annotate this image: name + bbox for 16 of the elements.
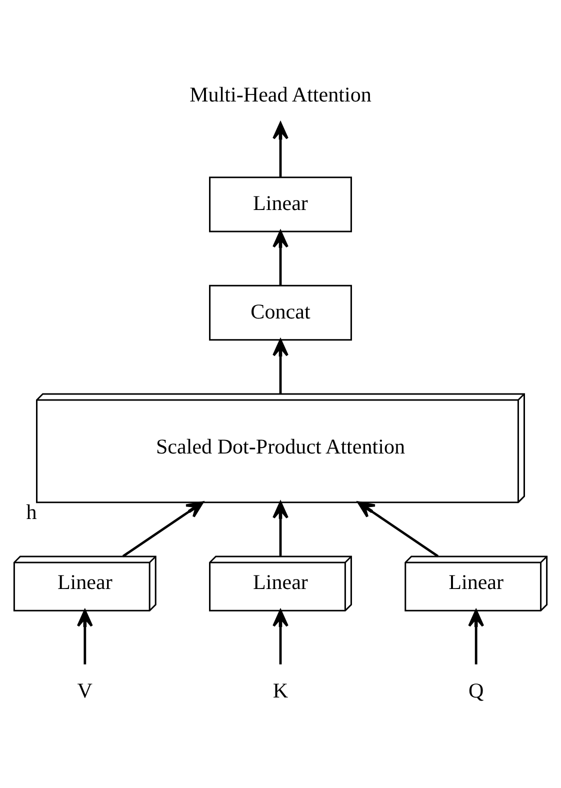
- node-label: h: [26, 500, 37, 524]
- node-box: Linear: [209, 176, 352, 232]
- arrow: [272, 501, 288, 556]
- node-text: V: [77, 678, 93, 702]
- arrow: [357, 501, 439, 558]
- node-box: Concat: [209, 284, 352, 341]
- arrow: [272, 610, 288, 664]
- arrow: [272, 122, 288, 177]
- arrow: [122, 501, 204, 558]
- arrow: [272, 230, 288, 286]
- arrow: [76, 610, 93, 664]
- arrow: [272, 339, 288, 394]
- node-text: K: [272, 678, 288, 702]
- arrow: [468, 610, 484, 664]
- node-text: Multi-Head Attention: [190, 82, 372, 107]
- node-text: Q: [468, 678, 484, 702]
